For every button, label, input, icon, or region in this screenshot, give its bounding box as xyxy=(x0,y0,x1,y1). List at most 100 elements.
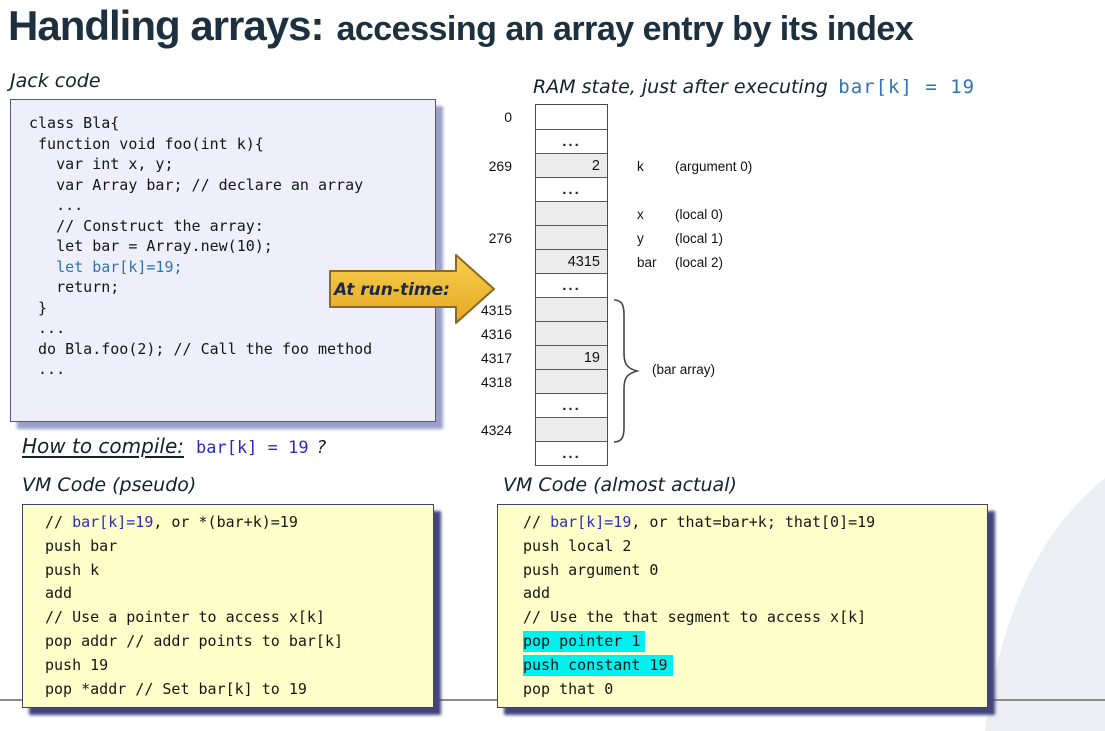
ram-address: 0 xyxy=(504,109,512,125)
ram-address: 269 xyxy=(488,158,512,174)
code-line: push constant 19 xyxy=(523,654,987,678)
ram-cell xyxy=(535,202,608,226)
jack-code-box: class Bla{ function void foo(int k){ var… xyxy=(10,99,436,422)
ram-address: 4315 xyxy=(480,302,512,318)
ram-state-header: RAM state, just after executing bar[k] =… xyxy=(533,76,975,98)
segment-label: (local 1) xyxy=(675,230,724,246)
code-line: // bar[k]=19, or that=bar+k; that[0]=19 xyxy=(523,513,876,531)
title-sub: accessing an array entry by its index xyxy=(336,10,914,48)
code-line: var Array bar; // declare an array xyxy=(29,175,364,194)
code-line: add xyxy=(523,584,551,603)
vm-actual-label: VM Code (almost actual) xyxy=(503,474,737,496)
highlighted-code: push constant 19 xyxy=(523,654,673,676)
ram-row: 4315 xyxy=(440,298,752,322)
ram-address xyxy=(440,130,535,154)
how-to-compile-question-mark: ? xyxy=(316,437,327,458)
ram-row: ... xyxy=(440,274,752,298)
variable-name: k xyxy=(637,158,644,174)
ram-cell-ellipsis: ... xyxy=(535,274,608,298)
ram-row: ... xyxy=(440,178,752,202)
ram-address xyxy=(440,202,535,226)
ram-address: 4317 xyxy=(480,350,512,366)
segment-label: (local 2) xyxy=(675,254,724,270)
ram-row: 276 y (local 1) xyxy=(440,226,752,250)
ram-row: 269 2 k (argument 0) xyxy=(440,154,752,178)
ram-header-code: bar[k] = 19 xyxy=(838,76,976,98)
jack-code-label: Jack code xyxy=(10,70,101,92)
ram-row: 4315 bar (local 2) xyxy=(440,250,752,274)
code-line: let bar = Array.new(10); xyxy=(29,237,273,255)
ram-cell: 2 xyxy=(535,154,608,178)
code-line: ... xyxy=(29,360,66,378)
arrow-shape xyxy=(329,254,495,324)
code-line: } xyxy=(29,298,48,317)
bar-array-label: (bar array) xyxy=(652,362,716,377)
variable-name: y xyxy=(637,230,644,246)
code-line: let bar[k]=19; xyxy=(56,257,183,276)
ram-cell xyxy=(535,418,608,442)
code-line: push argument 0 xyxy=(523,560,659,579)
segment-label: (argument 0) xyxy=(675,158,753,174)
vm-actual-box: // bar[k]=19, or that=bar+k; that[0]=19 p… xyxy=(497,504,988,708)
code-line: ... xyxy=(29,319,66,337)
ram-cell-ellipsis: ... xyxy=(535,394,608,418)
ram-header-text: RAM state, just after executing xyxy=(533,76,828,98)
vm-pseudo-listing: // bar[k]=19, or *(bar+k)=19 push bar push… xyxy=(23,505,433,701)
ram-address xyxy=(440,442,535,466)
code-line: push local 2 xyxy=(523,536,632,555)
code-line: function void foo(int k){ xyxy=(29,134,264,153)
ram-cell xyxy=(535,370,608,394)
ram-cell-ellipsis: ... xyxy=(535,442,608,466)
variable-name: x xyxy=(637,206,644,222)
title-main: Handling arrays: xyxy=(8,2,324,49)
segment-label: (local 0) xyxy=(675,206,724,222)
ram-row: 4324 xyxy=(440,418,752,442)
ram-row: ... xyxy=(440,130,752,154)
code-line: class Bla{ xyxy=(29,114,120,132)
ram-cell xyxy=(535,104,608,130)
ram-cell xyxy=(535,226,608,250)
ram-address xyxy=(440,178,535,202)
ram-address: 4316 xyxy=(480,326,512,342)
code-line: var int x, y; xyxy=(29,155,174,173)
code-line: pop that 0 xyxy=(523,679,614,698)
highlighted-code: pop pointer 1 xyxy=(523,630,646,652)
jack-code-listing: class Bla{ function void foo(int k){ var… xyxy=(11,100,435,380)
ram-cell: 4315 xyxy=(535,250,608,274)
ram-row: x (local 0) xyxy=(440,202,752,226)
code-line: push 19 xyxy=(45,655,109,674)
ram-address xyxy=(440,394,535,418)
ram-row: 4317 19 xyxy=(440,346,752,370)
ram-cell xyxy=(535,298,608,322)
code-line: // bar[k]=19, or *(bar+k)=19 xyxy=(45,513,298,531)
code-line: push bar xyxy=(45,536,118,555)
at-runtime-arrow: At run-time: xyxy=(329,254,495,324)
ram-cell xyxy=(535,322,608,346)
bar-array-brace xyxy=(613,299,641,443)
ram-address: 276 xyxy=(488,230,512,246)
code-line: return; xyxy=(29,278,120,296)
how-to-compile: How to compile: bar[k] = 19 ? xyxy=(22,434,326,458)
code-line: // Use the that segment to access x[k] xyxy=(523,608,867,627)
ram-row: ... xyxy=(440,394,752,418)
variable-name: bar xyxy=(637,254,657,270)
code-line: ... xyxy=(29,196,84,214)
ram-address: 4318 xyxy=(480,374,512,390)
ram-row: ... xyxy=(440,442,752,466)
page-title: Handling arrays: accessing an array entr… xyxy=(8,2,914,50)
ram-cell: 19 xyxy=(535,346,608,370)
arrow-label: At run-time: xyxy=(332,280,450,300)
ram-row: 4318 xyxy=(440,370,752,394)
ram-row: 4316 xyxy=(440,322,752,346)
code-line: pop pointer 1 xyxy=(523,630,987,654)
vm-pseudo-label: VM Code (pseudo) xyxy=(22,474,197,496)
code-line: // Use a pointer to access x[k] xyxy=(45,608,325,627)
code-line: push k xyxy=(45,560,100,579)
how-to-compile-code: bar[k] = 19 xyxy=(196,438,309,458)
code-line: // Construct the array: xyxy=(29,216,264,235)
code-line: add xyxy=(45,584,73,603)
ram-cell-ellipsis: ... xyxy=(535,178,608,202)
ram-address: 4324 xyxy=(480,422,512,438)
